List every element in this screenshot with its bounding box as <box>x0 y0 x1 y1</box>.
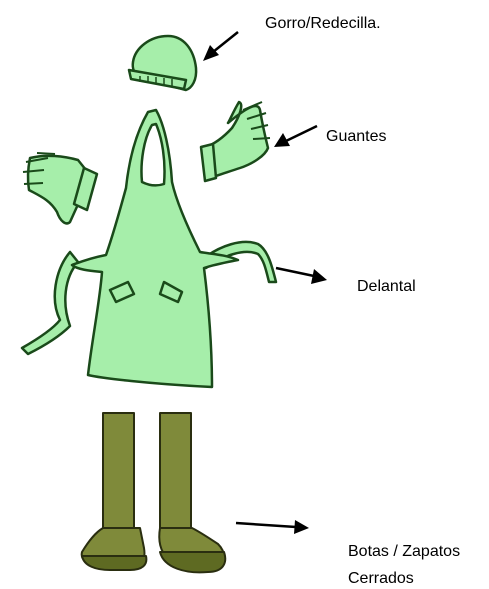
label-delantal: Delantal <box>357 277 416 297</box>
glove-icon <box>23 153 97 223</box>
label-guantes: Guantes <box>326 127 386 147</box>
label-cerrados: Cerrados <box>348 569 414 589</box>
arrow-icon <box>236 520 309 534</box>
glove-icon <box>201 102 270 181</box>
arrow-icon <box>203 32 238 61</box>
label-botas: Botas / Zapatos <box>348 542 460 562</box>
label-gorro: Gorro/Redecilla. <box>265 14 381 34</box>
arrow-icon <box>274 126 317 147</box>
hairnet-icon <box>129 36 196 90</box>
boot-icon <box>82 413 147 570</box>
boot-icon <box>159 413 225 572</box>
arrow-icon <box>276 268 327 284</box>
